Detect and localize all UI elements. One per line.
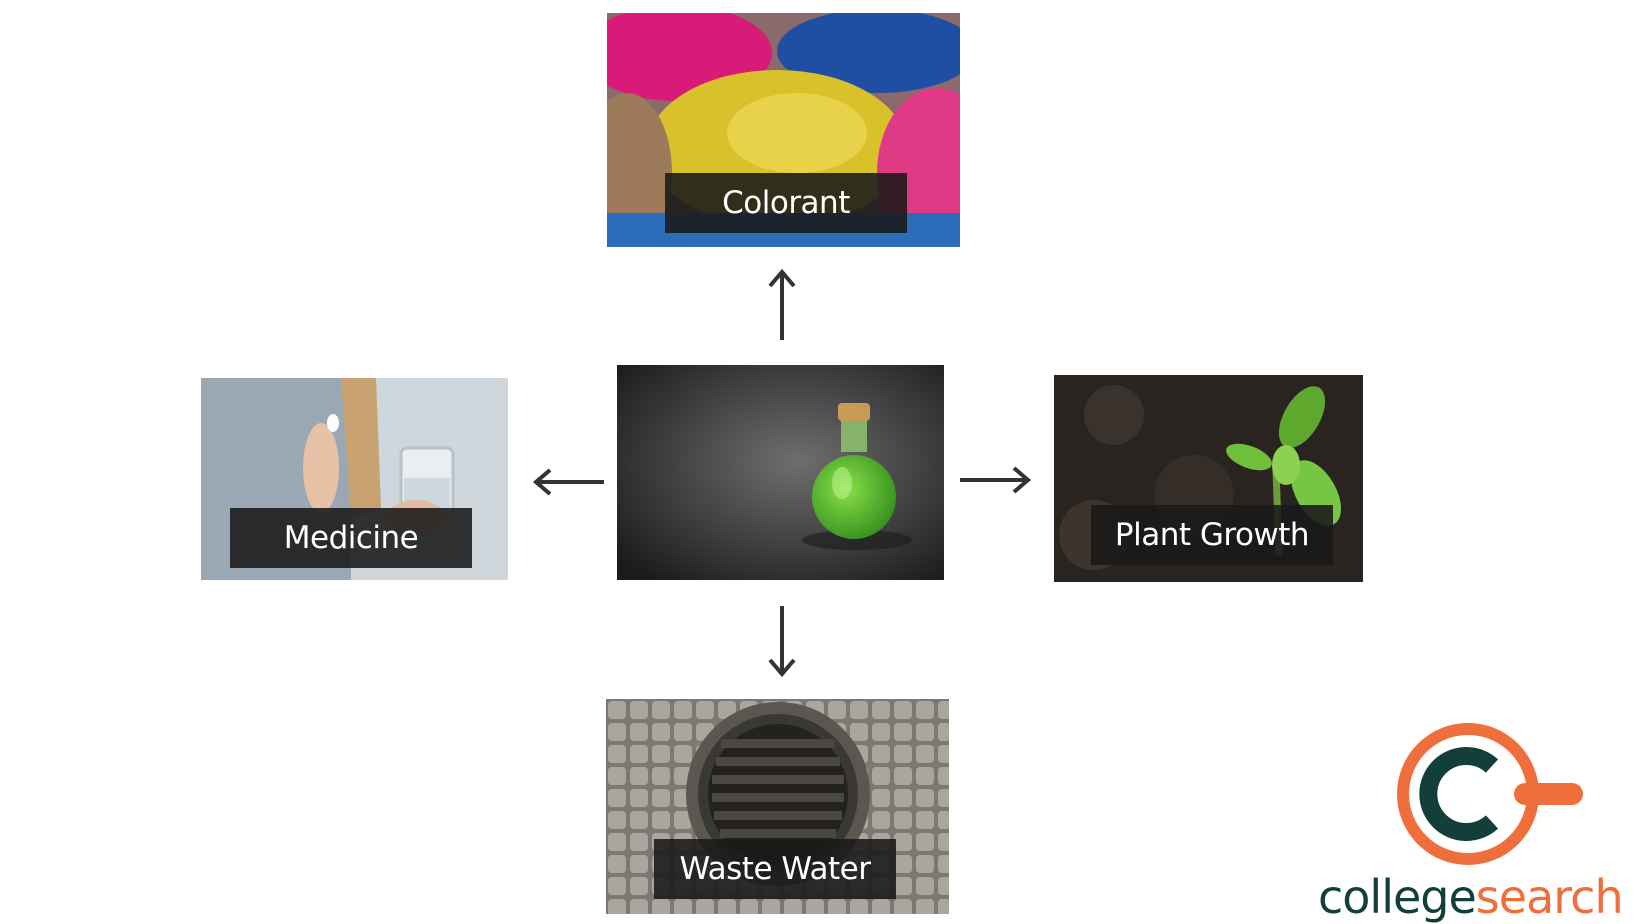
node-label: Colorant [665,173,907,233]
logo-text-college: college [1318,870,1477,924]
waste-water-node: Waste Water [606,699,949,914]
medicine-node: Medicine [201,378,508,580]
arrow-left-icon [532,468,604,496]
plant-growth-node: Plant Growth [1054,375,1363,582]
node-label: Plant Growth [1091,505,1333,565]
colorant-node: Colorant [607,13,960,247]
collegesearch-logo: collegesearch [1310,716,1640,924]
arrow-up-icon [768,268,796,340]
logo-text-search: search [1475,870,1624,924]
center-node [617,365,944,580]
arrow-right-icon [960,466,1032,494]
logo-c-icon [1397,723,1583,865]
node-label: Medicine [230,508,472,568]
arrow-down-icon [768,606,796,678]
green-flask-icon [617,365,944,580]
node-label: Waste Water [654,839,896,899]
logo-wordmark: collegesearch [1318,874,1624,920]
